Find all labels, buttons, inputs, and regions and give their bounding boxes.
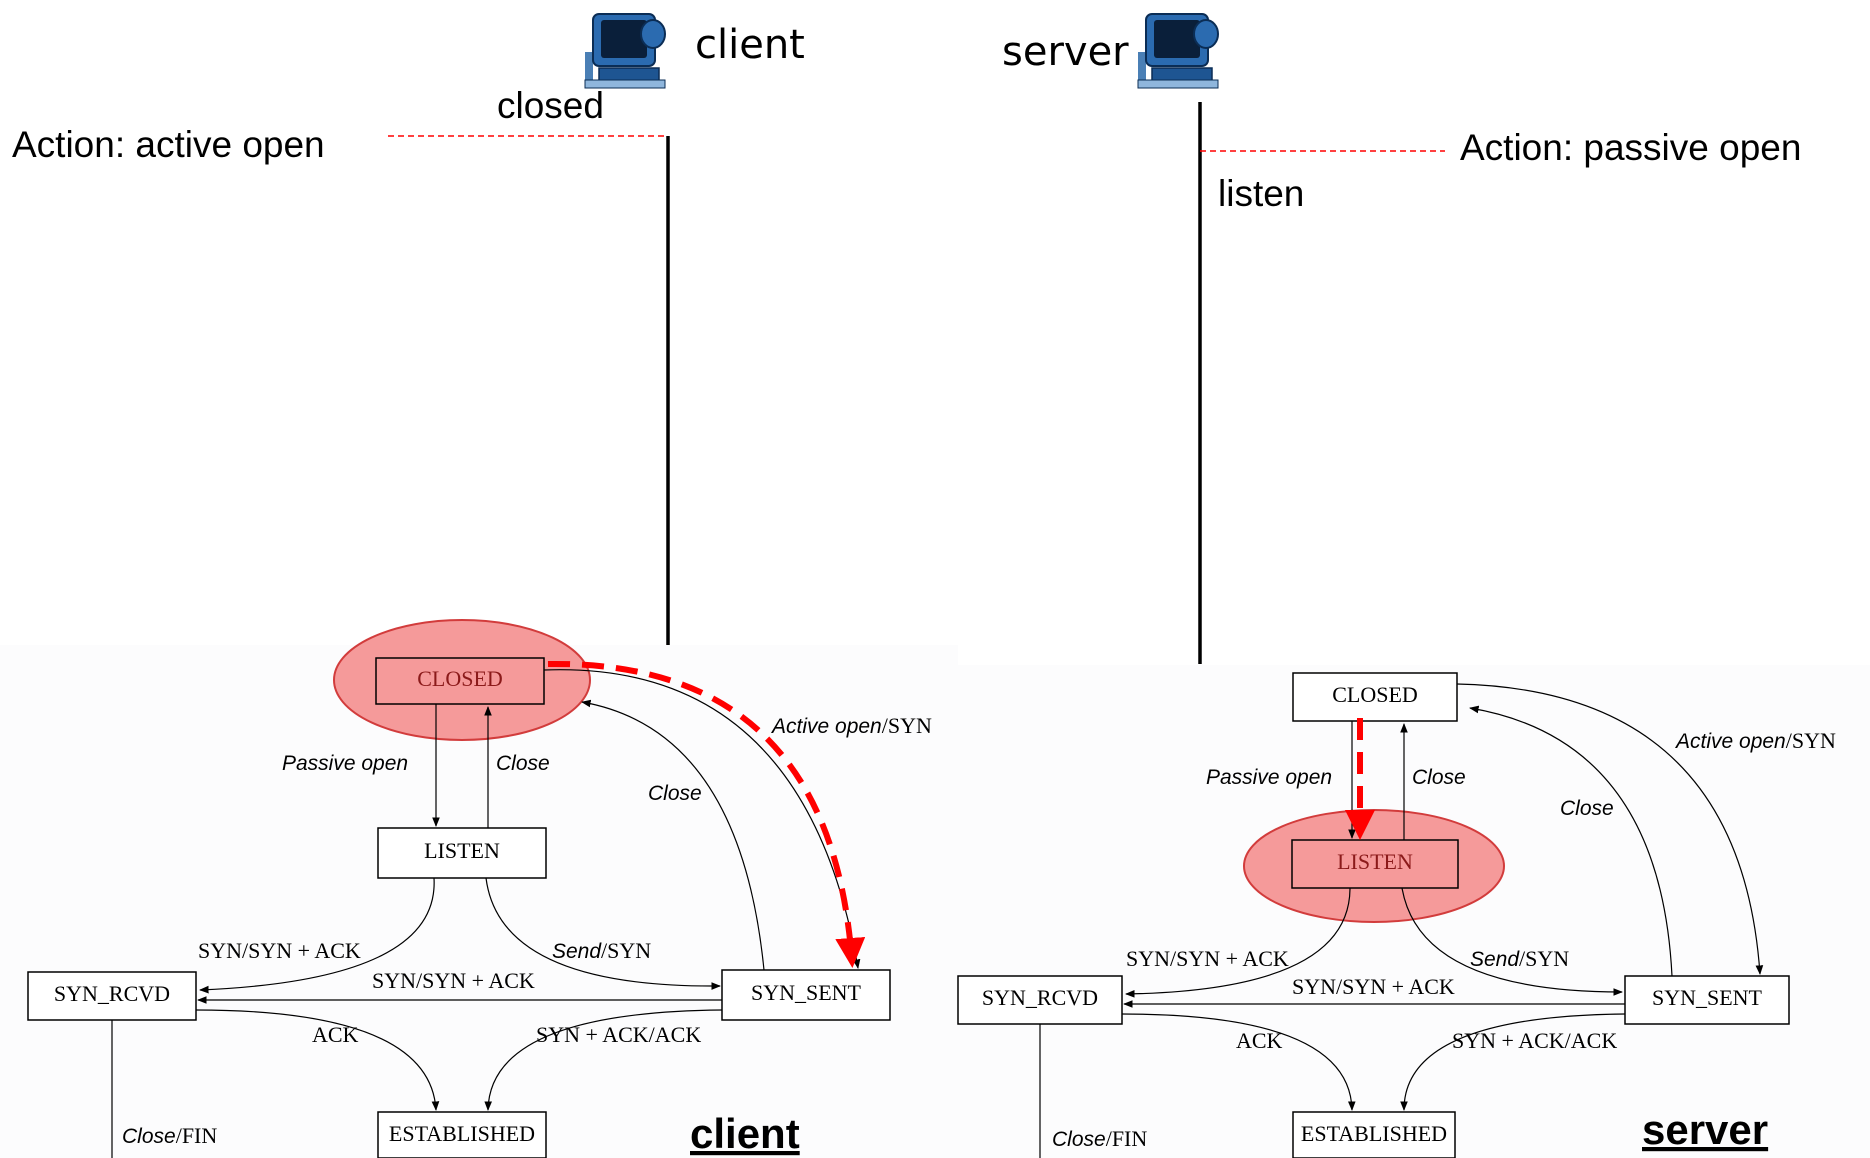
client-state-diagram: CLOSED LISTEN SYN_RCVD SYN_SENT ESTABLIS… (0, 619, 958, 1158)
client-listen-text: LISTEN (424, 838, 500, 863)
client-label-syn-synack-mid: SYN/SYN + ACK (372, 968, 535, 993)
client-closed-box (375, 657, 545, 705)
server-established-box (1292, 1111, 1456, 1158)
server-closed-text: CLOSED (1332, 682, 1418, 707)
server-syn-sent-box (1624, 975, 1790, 1025)
client-label-ack: ACK (312, 1022, 359, 1047)
client-label-send-syn: Send/SYN (552, 938, 651, 963)
server-label: server (1002, 29, 1129, 75)
client-label: client (695, 22, 805, 68)
server-label-syn-synack-left: SYN/SYN + ACK (1126, 946, 1289, 971)
client-label-syn-synack-left: SYN/SYN + ACK (198, 938, 361, 963)
client-syn-sent-text: SYN_SENT (751, 980, 862, 1005)
client-arc-synack-ack (484, 1009, 723, 1111)
server-action-label: Action: passive open (1460, 127, 1801, 168)
client-label-close: Close (496, 752, 550, 775)
server-state-diagram: CLOSED LISTEN SYN_RCVD SYN_SENT ESTABLIS… (957, 665, 1870, 1158)
client-state-label: closed (497, 85, 604, 126)
server-syn-sent-text: SYN_SENT (1652, 985, 1763, 1010)
client-syn-rcvd-text: SYN_RCVD (54, 981, 170, 1006)
server-label-close: Close (1412, 766, 1466, 789)
server-label-active-open: Active open/SYN (1674, 728, 1836, 753)
client-label-close-right: Close (648, 782, 702, 805)
server-label-passive-open: Passive open (1206, 766, 1332, 789)
computer-icon (1137, 13, 1219, 89)
server-arc-send-syn (1401, 887, 1623, 996)
client-label-passive-open: Passive open (282, 752, 408, 775)
server-established-text: ESTABLISHED (1301, 1121, 1447, 1146)
client-listen-box (377, 827, 547, 879)
client-label-active-open: Active open/SYN (770, 713, 932, 738)
client-highlighted-transition (547, 660, 866, 968)
server-arc-syn-synack-left (1125, 887, 1351, 998)
server-syn-rcvd-text: SYN_RCVD (982, 985, 1098, 1010)
client-closed-highlight (333, 619, 591, 741)
server-state-label: listen (1218, 173, 1304, 214)
client-syn-sent-box (721, 969, 891, 1021)
server-listen-text: LISTEN (1337, 849, 1413, 874)
server-closed-box (1292, 672, 1458, 722)
client-label-synack-ack: SYN + ACK/ACK (536, 1022, 701, 1047)
client-label-close-fin: Close/FIN (122, 1123, 217, 1148)
client-established-text: ESTABLISHED (389, 1121, 535, 1146)
server-label-close-fin: Close/FIN (1052, 1126, 1147, 1151)
server-arc-ack (1121, 1013, 1356, 1111)
server-label-synack-ack: SYN + ACK/ACK (1452, 1028, 1617, 1053)
server-arc-close-right (1469, 705, 1673, 977)
client-diagram-title: client (690, 1110, 800, 1157)
server-host: server Action: passive open listen (1002, 13, 1801, 664)
client-established-box (377, 1111, 547, 1158)
client-syn-rcvd-box (27, 971, 197, 1021)
client-arc-ack (195, 1009, 440, 1111)
client-arc-close-right (581, 699, 765, 971)
server-diagram-title: server (1642, 1106, 1768, 1153)
server-arc-active-open (1456, 683, 1764, 975)
server-label-syn-synack-mid: SYN/SYN + ACK (1292, 974, 1455, 999)
server-arc-synack-ack (1400, 1013, 1626, 1111)
server-label-ack: ACK (1236, 1028, 1283, 1053)
client-action-label: Action: active open (12, 124, 325, 165)
server-label-send-syn: Send/SYN (1470, 946, 1569, 971)
client-closed-text: CLOSED (417, 666, 503, 691)
client-host: client closed Action: active open (12, 13, 805, 648)
server-label-close-right: Close (1560, 797, 1614, 820)
server-listen-box (1291, 839, 1459, 889)
computer-icon (584, 13, 666, 89)
server-syn-rcvd-box (957, 975, 1123, 1025)
client-arc-send-syn (485, 877, 721, 990)
client-arc-syn-synack-left (199, 877, 435, 994)
